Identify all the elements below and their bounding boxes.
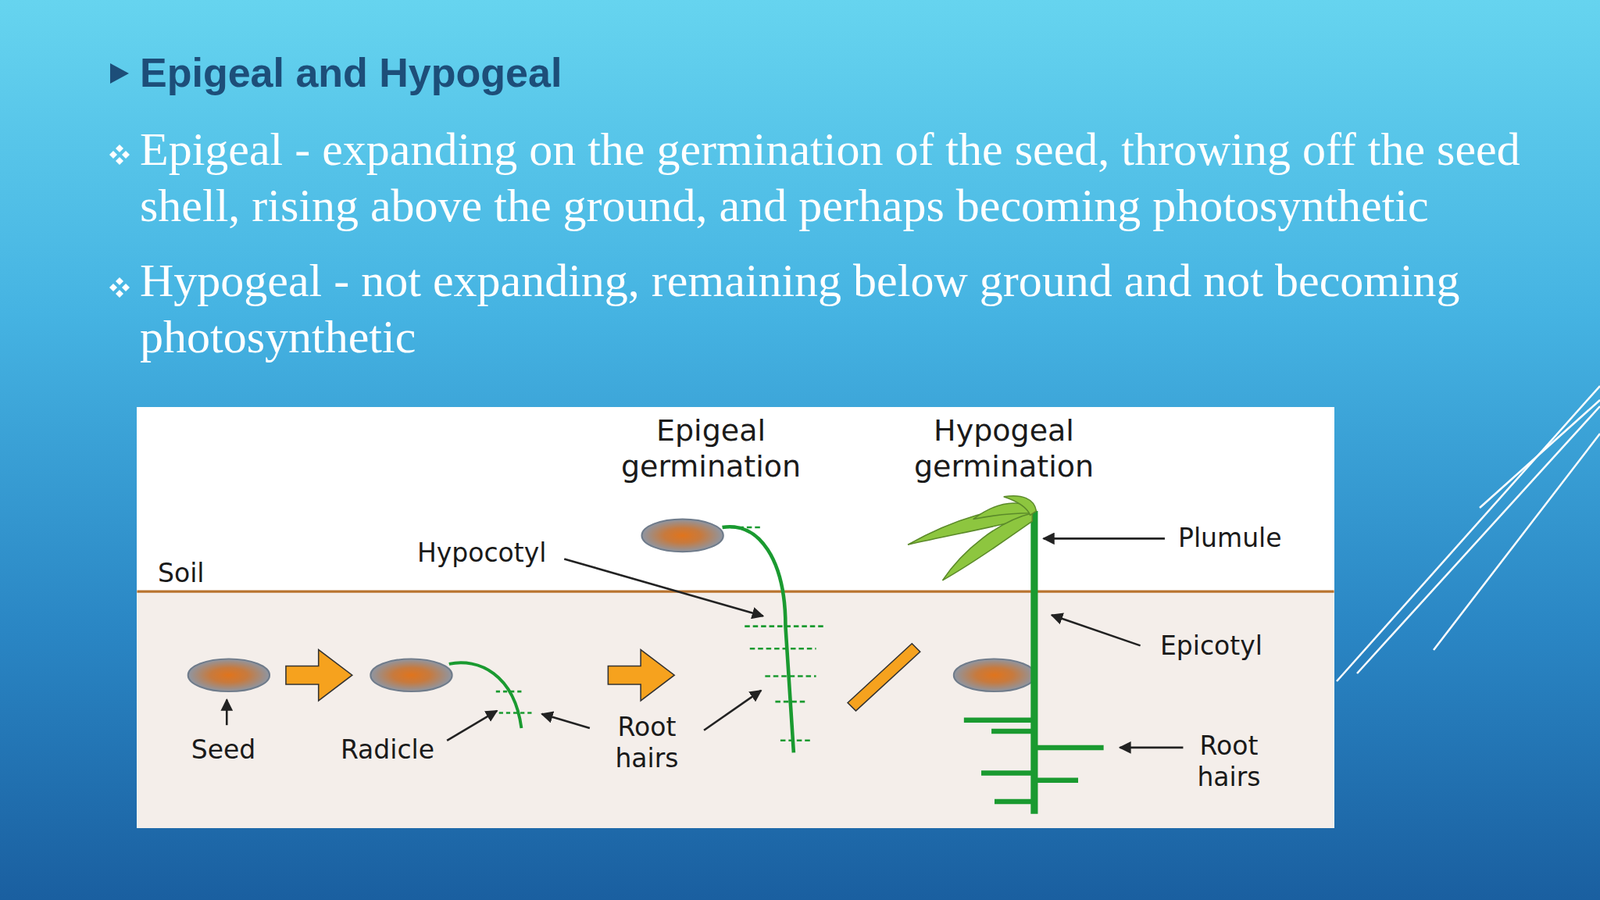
step-arrow [607,650,675,701]
step-arrow [285,643,921,711]
leader-arrow [1051,614,1141,646]
part-label: Epicotyl [1160,630,1263,662]
decor-line [1336,385,1600,682]
hypogeal-seedling [1030,510,1038,815]
part-label: Seed [191,734,257,766]
epigeal-seedling [730,526,761,529]
seed [188,658,270,692]
hypogeal-seedling [991,728,1035,735]
radicle [449,662,533,729]
part-label: Hypocotyl [417,537,547,569]
hypogeal-seedling [942,513,1033,581]
seed [641,519,723,553]
soil-region [136,591,1334,829]
bullet-text: Hypogeal - not expanding, remaining belo… [139,252,1562,365]
part-label: Soil [157,557,204,590]
decor-line [1433,433,1600,650]
leader-arrow [703,690,761,731]
hypogeal-seedling [994,799,1035,805]
diamond-bullet [109,283,118,292]
diamond-bullet [121,283,130,292]
epigeal-seedling [775,700,806,704]
figure-heading: Hypogeal germination [894,413,1114,485]
hypogeal-seedling [907,496,1104,815]
radicle [499,711,533,715]
hypogeal-seedling [981,770,1035,776]
title-bullet [110,63,129,84]
leader-arrow [226,538,1183,748]
diamond-bullet [109,144,130,165]
part-label: Radicle [340,734,435,766]
diamond-bullet [115,277,124,286]
leader-arrow [446,710,497,741]
epigeal-seedling [722,526,794,753]
part-label: Root hairs [1178,730,1280,793]
soil-region [136,590,1334,593]
hypogeal-seedling [964,717,1035,723]
leader-arrow [1120,746,1184,750]
bullet-text: Epigeal - expanding on the germination o… [139,121,1562,234]
figure-heading: Epigeal germination [605,413,817,485]
soil-region [136,591,1334,829]
part-label: Root hairs [596,711,698,774]
hypogeal-seedling [964,720,1104,802]
diamond-bullet [109,277,130,298]
leader-arrow [225,700,229,726]
diamond-bullet [115,157,124,165]
radicle [496,690,523,693]
diamond-bullet [109,150,118,159]
diamond-bullet [115,144,124,153]
hypogeal-seedling [1034,745,1104,751]
diamond-bullet [115,289,124,298]
step-arrow [285,650,353,701]
leader-arrow [542,714,590,729]
hypogeal-seedling [907,496,1036,581]
diamond-bullet [121,150,130,159]
seed [370,658,452,692]
figure-panel: Epigeal germination Hypogeal germinationH… [136,407,1335,829]
epigeal-seedling [764,675,816,678]
decor-line [1336,385,1600,682]
decor-line [1357,406,1600,674]
part-label: Plumule [1178,522,1283,554]
hypogeal-seedling [1003,496,1037,516]
seed [953,658,1036,692]
title-bullet [110,63,129,84]
epigeal-seedling [744,625,825,628]
epigeal-seedling [750,647,817,650]
leader-arrow [564,558,763,616]
slide-title: Epigeal and Hypogeal [139,48,562,97]
leader-arrow [1043,537,1165,540]
decor-line [1479,400,1600,508]
epigeal-seedling [722,526,825,753]
epigeal-seedling [780,739,811,742]
hypogeal-seedling [1034,777,1079,783]
step-arrow [847,643,921,711]
